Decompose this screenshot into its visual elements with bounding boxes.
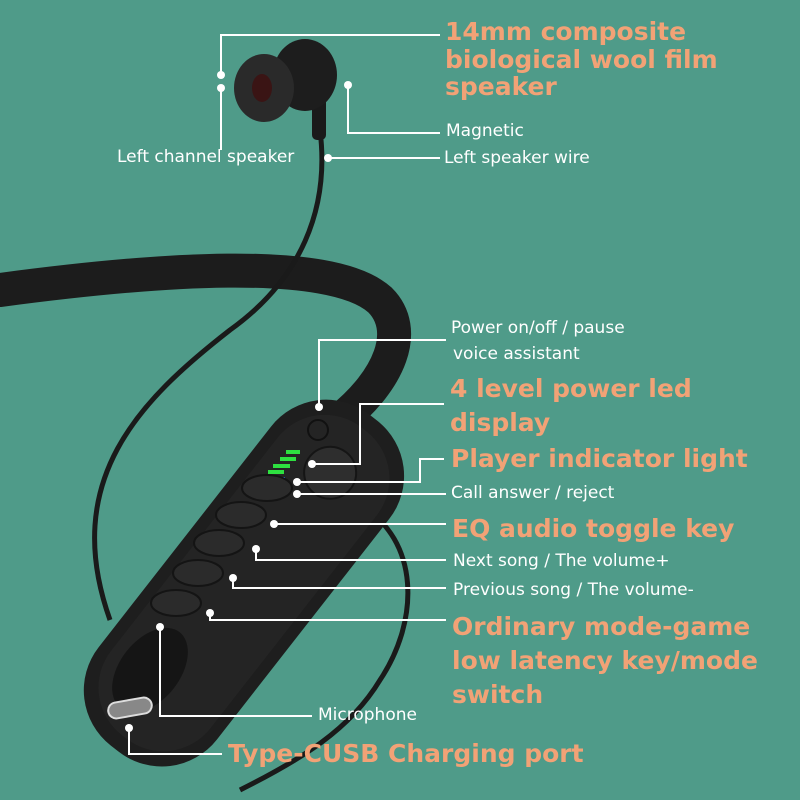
mode-switch-line: switch bbox=[452, 680, 544, 709]
eq-toggle-label: EQ audio toggle key bbox=[452, 514, 735, 543]
power-label-line: voice assistant bbox=[453, 344, 580, 364]
volume-down-button bbox=[172, 559, 224, 587]
control-box bbox=[83, 399, 405, 767]
speaker-spec-label: 14mm composite biological wool film spea… bbox=[445, 18, 718, 101]
left-speaker-wire bbox=[92, 129, 325, 621]
call-answer-label: Call answer / reject bbox=[451, 483, 615, 503]
power-led-line: 4 level power led bbox=[450, 374, 692, 403]
power-label: Power on/off / pause voice assistant bbox=[451, 315, 625, 367]
call-button bbox=[241, 474, 293, 502]
eq-button bbox=[215, 501, 267, 529]
left-earbud bbox=[234, 39, 337, 140]
power-led-label: 4 level power led display bbox=[450, 372, 692, 440]
previous-song-label: Previous song / The volume- bbox=[453, 580, 694, 600]
usb-c-port bbox=[107, 696, 153, 720]
speaker-spec-line: speaker bbox=[445, 72, 557, 101]
power-label-line: Power on/off / pause bbox=[451, 318, 625, 338]
speaker-spec-line: 14mm composite bbox=[445, 17, 687, 46]
left-speaker-wire-label: Left speaker wire bbox=[444, 148, 590, 168]
magnetic-label: Magnetic bbox=[446, 121, 524, 141]
microphone-port bbox=[112, 627, 188, 713]
mode-switch-line: low latency key/mode bbox=[452, 646, 758, 675]
volume-up-button bbox=[193, 529, 245, 557]
power-led-line: display bbox=[450, 408, 551, 437]
next-song-label: Next song / The volume+ bbox=[453, 551, 670, 571]
mode-switch-label: Ordinary mode-game low latency key/mode … bbox=[452, 610, 758, 712]
speaker-spec-line: biological wool film bbox=[445, 44, 718, 74]
mode-switch-line: Ordinary mode-game bbox=[452, 612, 751, 641]
neckband bbox=[0, 253, 412, 437]
leader-lines bbox=[128, 34, 446, 755]
leader-dots bbox=[125, 71, 352, 732]
right-speaker-wire bbox=[238, 502, 411, 793]
mode-button bbox=[150, 589, 202, 617]
charging-port-label: Type-CUSB Charging port bbox=[228, 739, 584, 768]
microphone-label: Microphone bbox=[318, 705, 417, 725]
player-indicator-label: Player indicator light bbox=[451, 444, 748, 473]
left-channel-speaker-label: Left channel speaker bbox=[117, 147, 295, 167]
